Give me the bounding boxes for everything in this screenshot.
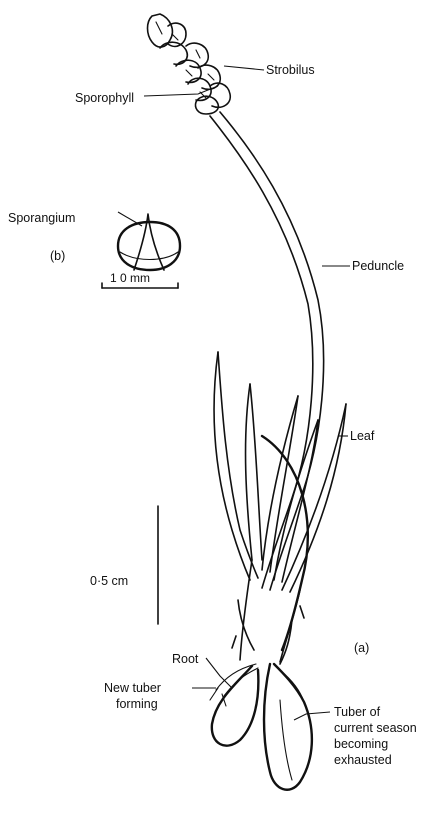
label-tuber-4: exhausted — [334, 753, 392, 767]
label-sporangium: Sporangium — [8, 211, 75, 225]
label-scale-a: 0·5 cm — [90, 574, 128, 588]
label-sporophyll: Sporophyll — [75, 91, 134, 105]
label-new-tuber-1: New tuber — [104, 681, 161, 695]
label-strobilus: Strobilus — [266, 63, 315, 77]
label-new-tuber-2: forming — [116, 697, 158, 711]
sporangium-drawing — [118, 214, 180, 270]
leaves-drawing — [214, 352, 346, 664]
label-tuber-1: Tuber of — [334, 705, 381, 719]
label-peduncle: Peduncle — [352, 259, 404, 273]
label-root: Root — [172, 652, 199, 666]
leader-lines — [118, 66, 350, 720]
label-part-b: (b) — [50, 249, 65, 263]
label-scale-b: 1 0 mm — [110, 271, 150, 285]
label-leaf: Leaf — [350, 429, 375, 443]
label-part-a: (a) — [354, 641, 369, 655]
strobilus-drawing — [148, 14, 231, 114]
label-tuber-3: becoming — [334, 737, 388, 751]
label-tuber-2: current season — [334, 721, 417, 735]
